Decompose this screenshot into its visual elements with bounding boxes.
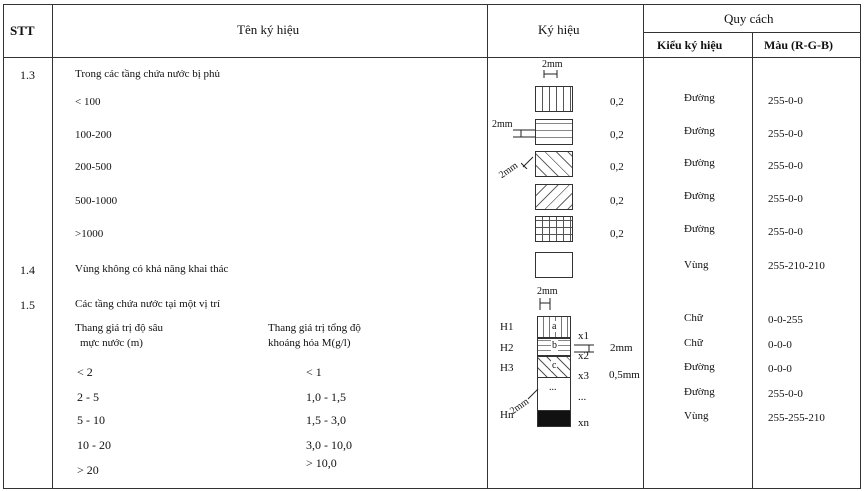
symbol-dim-top-label: 2mm xyxy=(537,286,558,297)
depth-value: 2 - 5 xyxy=(77,390,99,404)
mineral-value: 3,0 - 10,0 xyxy=(306,438,352,452)
line-width: 0,2 xyxy=(610,228,624,240)
mineral-value: 1,0 - 1,5 xyxy=(306,390,346,404)
header-quy-cach: Quy cách xyxy=(724,11,774,26)
header-kieu-ky-hieu: Kiểu ký hiệu xyxy=(657,38,723,52)
mau-rgb: 0-0-0 xyxy=(768,363,792,375)
header-stt: STT xyxy=(10,23,35,38)
depth-value: 5 - 10 xyxy=(77,413,105,427)
row-1-4-stt: 1.4 xyxy=(20,263,35,277)
pattern-box-grid xyxy=(535,216,573,242)
layer-h-label: H1 xyxy=(500,321,514,333)
dim-top-arrow xyxy=(543,70,558,78)
layer-x-label: xn xyxy=(578,417,589,429)
dim-diag-label: 2mm xyxy=(497,160,521,182)
pattern-box-dotted xyxy=(535,119,573,145)
kieu-ky-hieu: Đường xyxy=(684,190,715,202)
mineral-value: 1,5 - 3,0 xyxy=(306,413,346,427)
mau-rgb: 0-0-0 xyxy=(768,339,792,351)
layer-x-label: ... xyxy=(578,391,587,403)
line-width: 0,2 xyxy=(610,129,624,141)
depth-value: > 20 xyxy=(77,463,99,477)
kieu-ky-hieu: Vùng xyxy=(684,410,709,422)
symbol-dim-top-arrow xyxy=(539,298,551,310)
item-label: < 100 xyxy=(75,96,101,108)
mau-rgb: 255-0-0 xyxy=(768,226,803,238)
item-label: 500-1000 xyxy=(75,195,118,207)
layer-h-label: Hn xyxy=(500,409,514,421)
layer-dots: ... xyxy=(549,382,557,393)
row-1-4-title: Vùng không có khả năng khai thác xyxy=(75,263,229,275)
layer-h-label: H2 xyxy=(500,342,514,354)
mau-rgb: 255-0-0 xyxy=(768,388,803,400)
kieu-ky-hieu: Đường xyxy=(684,223,715,235)
row-1-3-title: Trong các tầng chứa nước bị phủ xyxy=(75,68,221,80)
kieu-ky-hieu: Đường xyxy=(684,386,715,398)
header-ten-ky-hieu: Tên ký hiệu xyxy=(237,22,300,37)
mineral-value: > 10,0 xyxy=(306,456,337,470)
mau-rgb: 255-0-0 xyxy=(768,193,803,205)
kieu-ky-hieu: Chữ xyxy=(684,337,703,349)
dim-left-arrow xyxy=(513,129,535,138)
pattern-box-diagonal-alt xyxy=(535,184,573,210)
kieu-ky-hieu: Đường xyxy=(684,125,715,137)
header-mau: Màu (R-G-B) xyxy=(764,38,833,52)
layer-x-label: x1 xyxy=(578,330,589,342)
line-width: 0,2 xyxy=(610,195,624,207)
mau-rgb: 255-0-0 xyxy=(768,95,803,107)
layer-x-label: x3 xyxy=(578,370,589,382)
layer-n xyxy=(537,410,571,427)
mau-rgb: 255-0-0 xyxy=(768,160,803,172)
line-width: 0,2 xyxy=(610,161,624,173)
layer-x-label: x2 xyxy=(578,350,589,362)
layer-h-label: H3 xyxy=(500,362,514,374)
dim-top-label: 2mm xyxy=(542,59,563,70)
mineral-scale-header: khoáng hóa M(g/l) xyxy=(268,337,351,349)
kieu-ky-hieu: Chữ xyxy=(684,312,703,324)
depth-value: 10 - 20 xyxy=(77,438,111,452)
mineral-value: < 1 xyxy=(306,365,322,379)
symbol-dim-diag-arrow xyxy=(527,388,539,400)
x-dim-arrow xyxy=(574,344,594,353)
item-label: >1000 xyxy=(75,228,104,240)
depth-scale-header: mực nước (m) xyxy=(80,337,143,349)
mau-rgb: 0-0-255 xyxy=(768,314,803,326)
pattern-box-diagonal xyxy=(535,151,573,177)
kieu-ky-hieu: Đường xyxy=(684,361,715,373)
kieu-ky-hieu: Đường xyxy=(684,157,715,169)
layer-letter: c xyxy=(551,360,558,371)
layer-letter: a xyxy=(551,321,558,332)
mau-rgb: 255-210-210 xyxy=(768,260,825,272)
right-dim-label: 2mm xyxy=(610,342,633,354)
right-dim-label: 0,5mm xyxy=(609,369,640,381)
depth-value: < 2 xyxy=(77,365,93,379)
kieu-ky-hieu: Đường xyxy=(684,92,715,104)
dim-diag-arrow xyxy=(521,156,534,169)
depth-scale-header: Thang giá trị độ sâu xyxy=(75,322,163,334)
row-1-3-stt: 1.3 xyxy=(20,68,35,82)
layer-letter: b xyxy=(551,340,558,351)
mau-rgb: 255-255-210 xyxy=(768,412,825,424)
header-ky-hieu: Ký hiệu xyxy=(538,22,580,37)
dim-left-label: 2mm xyxy=(492,119,513,130)
row-1-5-title: Các tầng chứa nước tại một vị trí xyxy=(75,298,221,310)
mau-rgb: 255-0-0 xyxy=(768,128,803,140)
item-label: 200-500 xyxy=(75,161,112,173)
kieu-ky-hieu: Vùng xyxy=(684,259,709,271)
item-label: 100-200 xyxy=(75,129,112,141)
pattern-box-vertical xyxy=(535,86,573,112)
line-width: 0,2 xyxy=(610,96,624,108)
row-1-5-stt: 1.5 xyxy=(20,298,35,312)
empty-area-box xyxy=(535,252,573,278)
mineral-scale-header: Thang giá trị tổng độ xyxy=(268,322,361,334)
